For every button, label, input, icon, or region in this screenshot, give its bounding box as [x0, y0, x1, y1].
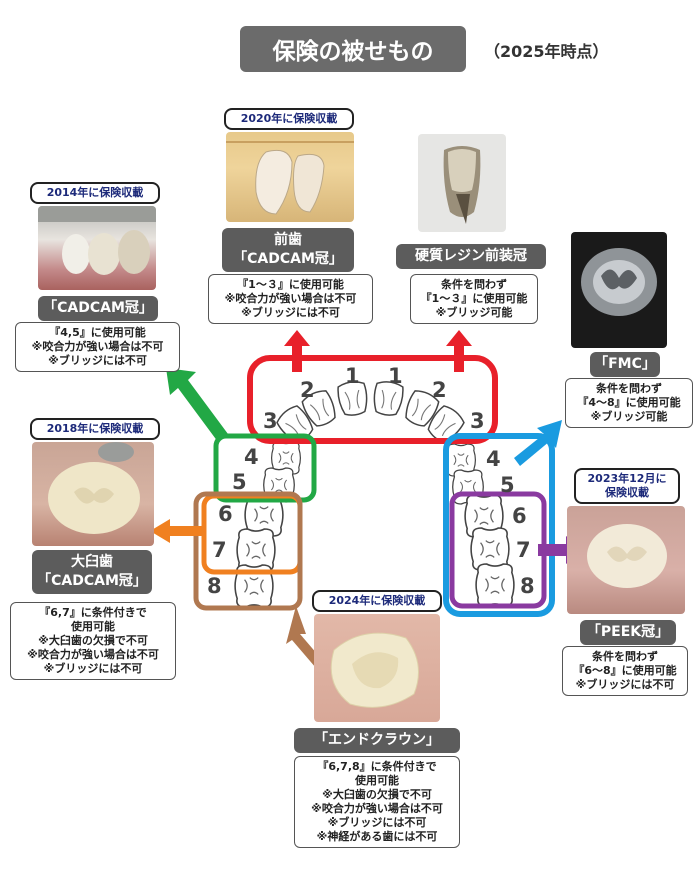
endocrown-label: 「エンドクラウン」 [294, 728, 460, 753]
note-line: ※咬合力が強い場合は不可 [311, 802, 443, 815]
tooth-number-upper: 1 [388, 364, 403, 388]
molar-cadcam-label: 大臼歯 「CADCAM冠」 [32, 550, 152, 594]
arrow-to-anterior-cadcam [284, 330, 310, 372]
endocrown-photo [314, 614, 440, 722]
note-line: 条件を問わず [441, 278, 507, 291]
note-line: ※大臼歯の欠損で不可 [322, 788, 432, 801]
page-title: 保険の被せもの [240, 26, 466, 72]
as-of-date: （2025年時点） [484, 42, 609, 61]
fmc-notes: 条件を問わず 『4～8』に使用可能 ※ブリッジ可能 [565, 378, 693, 428]
tooth-number-left: 7 [212, 538, 227, 562]
anterior-cadcam-notes: 『1～３』に使用可能 ※咬合力が強い場合は不可 ※ブリッジには不可 [208, 274, 373, 324]
tooth-number-upper: 1 [345, 364, 360, 388]
tooth-number-right: 7 [516, 538, 531, 562]
resin-veneer-photo [418, 134, 506, 232]
premolar-cadcam-notes: 『4,5』に使用可能 ※咬合力が強い場合は不可 ※ブリッジには不可 [15, 322, 180, 372]
note-line: ※ブリッジ可能 [435, 306, 513, 319]
peek-notes: 条件を問わず 『6～8』に使用可能 ※ブリッジには不可 [562, 646, 688, 696]
fmc-photo [571, 232, 667, 348]
arrow-to-fmc [514, 420, 562, 466]
premolar-cadcam-photo [38, 206, 156, 290]
endocrown-frame [193, 491, 303, 611]
note-line: ※咬合力が強い場合は不可 [224, 292, 357, 305]
note-line: 『6,7,8』に条件付きで [317, 760, 437, 773]
note-line: ※咬合力が強い場合は不可 [31, 340, 164, 353]
tooth-number-right: 4 [486, 447, 501, 471]
note-line: 『1～３』に使用可能 [420, 292, 528, 305]
arrow-to-premolar-cadcam [166, 368, 228, 442]
note-line: ※咬合力が強い場合は不可 [27, 648, 159, 661]
peek-badge-line1: 2023年12月に [587, 472, 667, 485]
peek-badge-line2: 保険収載 [605, 486, 649, 499]
tooth-number-left: 8 [207, 574, 222, 598]
note-line: 使用可能 [355, 774, 399, 787]
note-line: ※ブリッジには不可 [575, 678, 675, 691]
note-line: 『4～8』に使用可能 [577, 396, 681, 409]
note-line: ※大臼歯の欠損で不可 [38, 634, 148, 647]
note-line: 『1～３』に使用可能 [237, 278, 344, 291]
tooth-number-left: 6 [218, 502, 233, 526]
peek-badge: 2023年12月に 保険収載 [574, 468, 680, 504]
molar-cadcam-photo [32, 442, 154, 546]
note-line: 『4,5』に使用可能 [49, 326, 146, 339]
molar-cadcam-notes: 『6,7』に条件付きで 使用可能 ※大臼歯の欠損で不可 ※咬合力が強い場合は不可… [10, 602, 176, 680]
note-line: 『6,7』に条件付きで [39, 606, 147, 619]
note-line: ※ブリッジ可能 [590, 410, 668, 423]
premolar-cadcam-label: 「CADCAM冠」 [38, 296, 158, 321]
note-line: ※ブリッジには不可 [48, 354, 147, 367]
endocrown-badge: 2024年に保険収載 [312, 590, 442, 612]
note-line: 条件を問わず [592, 650, 658, 663]
molar-cadcam-label-line1: 大臼歯 [71, 554, 113, 570]
molar-cadcam-label-line2: 「CADCAM冠」 [37, 573, 147, 589]
molar-cadcam-badge: 2018年に保険収載 [30, 418, 160, 440]
fmc-label: 「FMC」 [590, 352, 660, 377]
arrow-to-molar-cadcam [150, 519, 204, 543]
note-line: 『6～8』に使用可能 [573, 664, 677, 677]
tooth-number-left: 5 [232, 470, 247, 494]
tooth-number-right: 6 [512, 504, 527, 528]
note-line: ※神経がある歯には不可 [316, 830, 438, 843]
arrow-to-resin-veneer [446, 330, 472, 372]
endocrown-notes: 『6,7,8』に条件付きで 使用可能 ※大臼歯の欠損で不可 ※咬合力が強い場合は… [294, 756, 460, 848]
anterior-cadcam-label-line1: 前歯 [274, 232, 302, 248]
premolar-frame [213, 433, 317, 503]
resin-veneer-notes: 条件を問わず 『1～３』に使用可能 ※ブリッジ可能 [410, 274, 538, 324]
note-line: ※ブリッジには不可 [327, 816, 427, 829]
note-line: ※ブリッジには不可 [43, 662, 143, 675]
right-posterior-teeth [446, 443, 515, 607]
note-line: 条件を問わず [596, 382, 662, 395]
premolar-cadcam-badge: 2014年に保険収載 [30, 182, 160, 204]
note-line: 使用可能 [71, 620, 115, 633]
tooth-number-upper: 3 [470, 409, 485, 433]
peek-label: 「PEEK冠」 [580, 620, 676, 645]
note-line: ※ブリッジには不可 [241, 306, 340, 319]
resin-veneer-label: 硬質レジン前装冠 [396, 244, 546, 269]
anterior-cadcam-label: 前歯 「CADCAM冠」 [222, 228, 354, 272]
anterior-cadcam-badge: 2020年に保険収載 [224, 108, 354, 130]
tooth-number-right: 8 [520, 574, 535, 598]
anterior-frame [247, 355, 498, 444]
peek-photo [567, 506, 685, 614]
tooth-number-right: 5 [500, 473, 515, 497]
anterior-cadcam-label-line2: 「CADCAM冠」 [233, 251, 343, 267]
tooth-number-left: 4 [244, 445, 259, 469]
tooth-number-upper: 3 [263, 409, 278, 433]
anterior-cadcam-photo [226, 132, 354, 222]
tooth-number-upper: 2 [300, 378, 315, 402]
tooth-number-upper: 2 [432, 378, 447, 402]
fmc-frame [443, 433, 555, 617]
